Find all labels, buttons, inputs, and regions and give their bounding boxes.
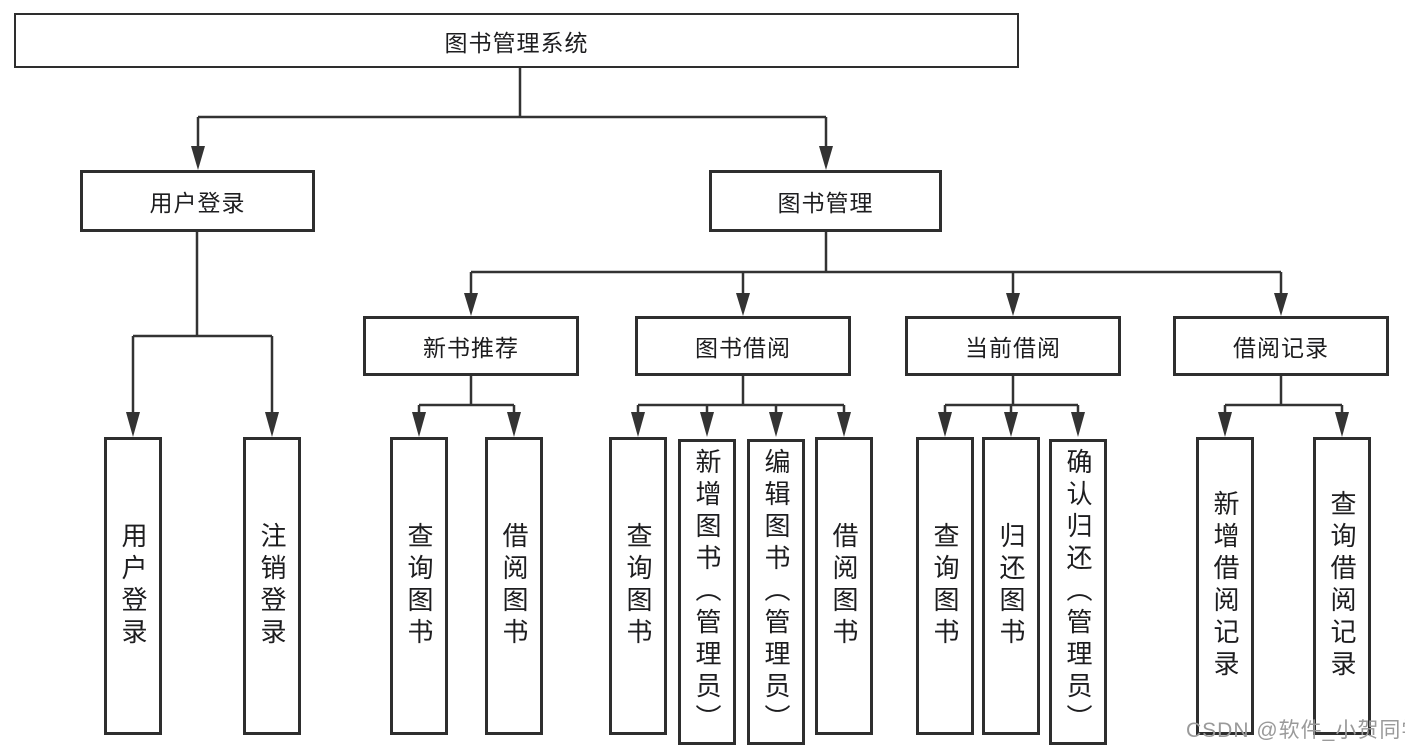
arrow-down-icon (938, 412, 952, 437)
node-label: 查询图书 (930, 522, 960, 650)
arrow-down-icon (191, 146, 205, 170)
node-query-borrow-record: 查询借阅记录 (1313, 437, 1371, 735)
node-label: 查询图书 (623, 522, 653, 650)
node-library-management-system: 图书管理系统 (14, 13, 1019, 68)
node-label: 借阅图书 (499, 522, 529, 650)
arrow-down-icon (631, 412, 645, 437)
arrowhead-icons (126, 146, 1349, 437)
node-new-book-recommend: 新书推荐 (363, 316, 579, 376)
node-label: 确认归还（管理员） (1063, 448, 1093, 736)
node-borrowing-records: 借阅记录 (1173, 316, 1389, 376)
arrow-down-icon (1274, 293, 1288, 316)
arrow-down-icon (464, 293, 478, 316)
arrow-down-icon (1071, 412, 1085, 437)
node-label: 借阅图书 (829, 522, 859, 650)
node-user-login-leaf: 用户登录 (104, 437, 162, 735)
node-label: 当前借阅 (965, 335, 1061, 361)
node-label: 借阅记录 (1233, 335, 1329, 361)
node-label: 新增图书（管理员） (692, 448, 722, 736)
node-label: 查询借阅记录 (1327, 490, 1357, 682)
arrow-down-icon (412, 412, 426, 437)
node-current-borrowing: 当前借阅 (905, 316, 1121, 376)
node-label: 编辑图书（管理员） (761, 448, 791, 736)
node-label: 归还图书 (996, 522, 1026, 650)
node-query-books: 查询图书 (916, 437, 974, 735)
node-logout: 注销登录 (243, 437, 301, 735)
node-query-books: 查询图书 (609, 437, 667, 735)
arrow-down-icon (1006, 293, 1020, 316)
arrow-down-icon (700, 412, 714, 437)
node-user-login: 用户登录 (80, 170, 315, 232)
node-label: 图书管理 (777, 190, 874, 216)
node-borrow-books: 借阅图书 (815, 437, 873, 735)
csdn-watermark: CSDN @软件_小贺同学 (1186, 719, 1405, 742)
arrow-down-icon (819, 146, 833, 170)
node-label: 用户登录 (149, 190, 246, 216)
arrow-down-icon (265, 412, 279, 437)
arrow-down-icon (1218, 412, 1232, 437)
arrow-down-icon (769, 412, 783, 437)
arrow-down-icon (1335, 412, 1349, 437)
connector-paths (131, 68, 1344, 416)
node-confirm-return-admin: 确认归还（管理员） (1049, 439, 1107, 745)
arrow-down-icon (507, 412, 521, 437)
node-borrow-books: 借阅图书 (485, 437, 543, 735)
node-query-books: 查询图书 (390, 437, 448, 735)
node-add-borrow-record: 新增借阅记录 (1196, 437, 1254, 735)
node-edit-book-admin: 编辑图书（管理员） (747, 439, 805, 745)
node-add-book-admin: 新增图书（管理员） (678, 439, 736, 745)
node-label: 新增借阅记录 (1210, 490, 1240, 682)
node-return-books: 归还图书 (982, 437, 1040, 735)
node-label: 图书借阅 (695, 335, 791, 361)
node-book-borrowing: 图书借阅 (635, 316, 851, 376)
node-label: 查询图书 (404, 522, 434, 650)
node-book-management: 图书管理 (709, 170, 942, 232)
node-label: 注销登录 (257, 522, 287, 650)
node-label: 图书管理系统 (444, 29, 589, 56)
node-label: 新书推荐 (423, 335, 519, 361)
arrow-down-icon (126, 412, 140, 437)
arrow-down-icon (1004, 412, 1018, 437)
arrow-down-icon (736, 293, 750, 316)
node-label: 用户登录 (118, 522, 148, 650)
arrow-down-icon (837, 412, 851, 437)
